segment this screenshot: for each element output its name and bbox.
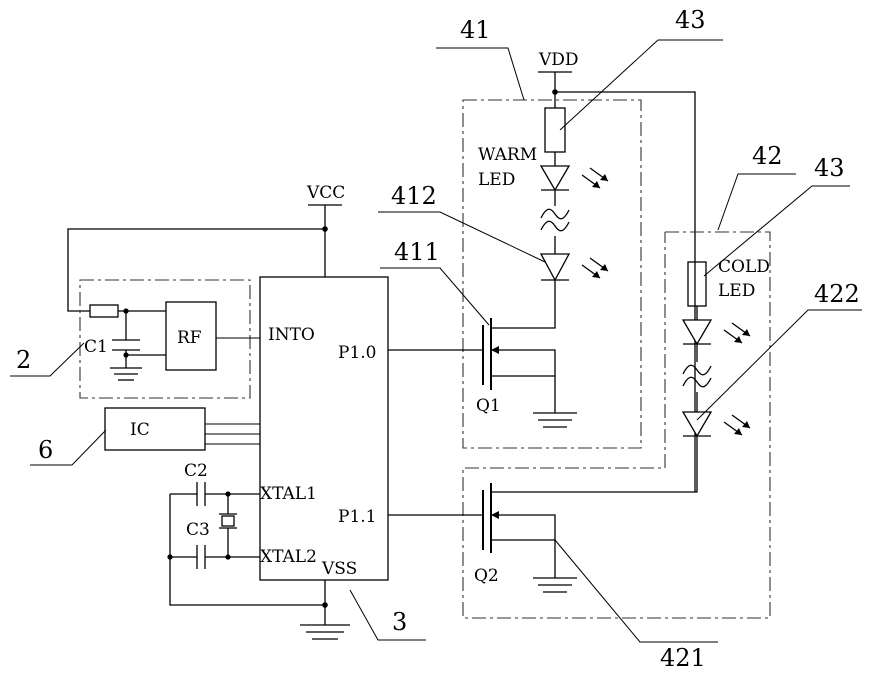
resistor-icon <box>90 305 118 317</box>
ref-41: 41 <box>460 16 491 44</box>
warm-led-chain: WARM LED <box>478 108 608 328</box>
vcc-label: VCC <box>306 183 345 203</box>
ref-43b: 43 <box>814 154 845 182</box>
c2-label: C2 <box>184 461 208 481</box>
ref-2: 2 <box>16 346 31 374</box>
ref-43a: 43 <box>675 6 706 34</box>
ref-422: 422 <box>814 280 860 308</box>
ref-411: 411 <box>394 238 440 266</box>
cold-label-2: LED <box>718 281 755 301</box>
cold-resistor <box>688 262 706 306</box>
crystal-circuit: C2 C3 <box>167 461 325 605</box>
xtal1-pin-label: XTAL1 <box>260 484 317 504</box>
vss-pin-label: VSS <box>321 559 357 579</box>
cold-led-icon <box>683 320 711 344</box>
warm-label-2: LED <box>478 170 515 190</box>
ref-6: 6 <box>38 436 53 464</box>
ref-421: 421 <box>660 644 706 672</box>
q2-transistor: Q2 <box>388 436 697 592</box>
p10-pin-label: P1.0 <box>338 343 376 363</box>
int0-pin-label: INTO <box>268 325 315 345</box>
ref-412: 412 <box>391 182 437 210</box>
ref-3: 3 <box>392 608 407 636</box>
q1-transistor: Q1 <box>388 318 577 427</box>
cold-led-icon-2 <box>683 412 711 436</box>
c1-label: C1 <box>84 337 108 357</box>
mcu-chip: INTO P1.0 XTAL1 P1.1 XTAL2 VSS <box>260 277 388 580</box>
rf-module: RF C1 <box>84 302 260 380</box>
vcc-to-rf-wire <box>68 229 325 311</box>
xtal2-pin-label: XTAL2 <box>260 547 317 567</box>
vdd-to-cold-wire <box>555 92 695 492</box>
ic-block: IC <box>105 408 260 450</box>
rf-label: RF <box>177 328 202 348</box>
q2-label: Q2 <box>474 566 499 586</box>
vcc-supply: VCC <box>306 183 345 277</box>
reference-callouts: 2 6 3 41 43 412 411 42 43 422 421 <box>10 6 862 672</box>
vdd-supply: VDD <box>538 50 579 108</box>
warm-led-icon-2 <box>541 254 569 280</box>
ic-label: IC <box>130 420 150 440</box>
vdd-label: VDD <box>538 50 579 70</box>
p11-pin-label: P1.1 <box>338 507 376 527</box>
mcu-ground <box>300 580 350 639</box>
crystal-icon <box>222 516 234 526</box>
q1-label: Q1 <box>476 396 501 416</box>
warm-led-icon <box>541 166 569 190</box>
ref-42: 42 <box>752 142 783 170</box>
cold-label-1: COLD <box>718 257 770 277</box>
c3-label: C3 <box>186 520 210 540</box>
cold-led-chain: COLD LED <box>683 257 770 436</box>
warm-resistor <box>545 108 565 152</box>
warm-label-1: WARM <box>478 145 537 165</box>
